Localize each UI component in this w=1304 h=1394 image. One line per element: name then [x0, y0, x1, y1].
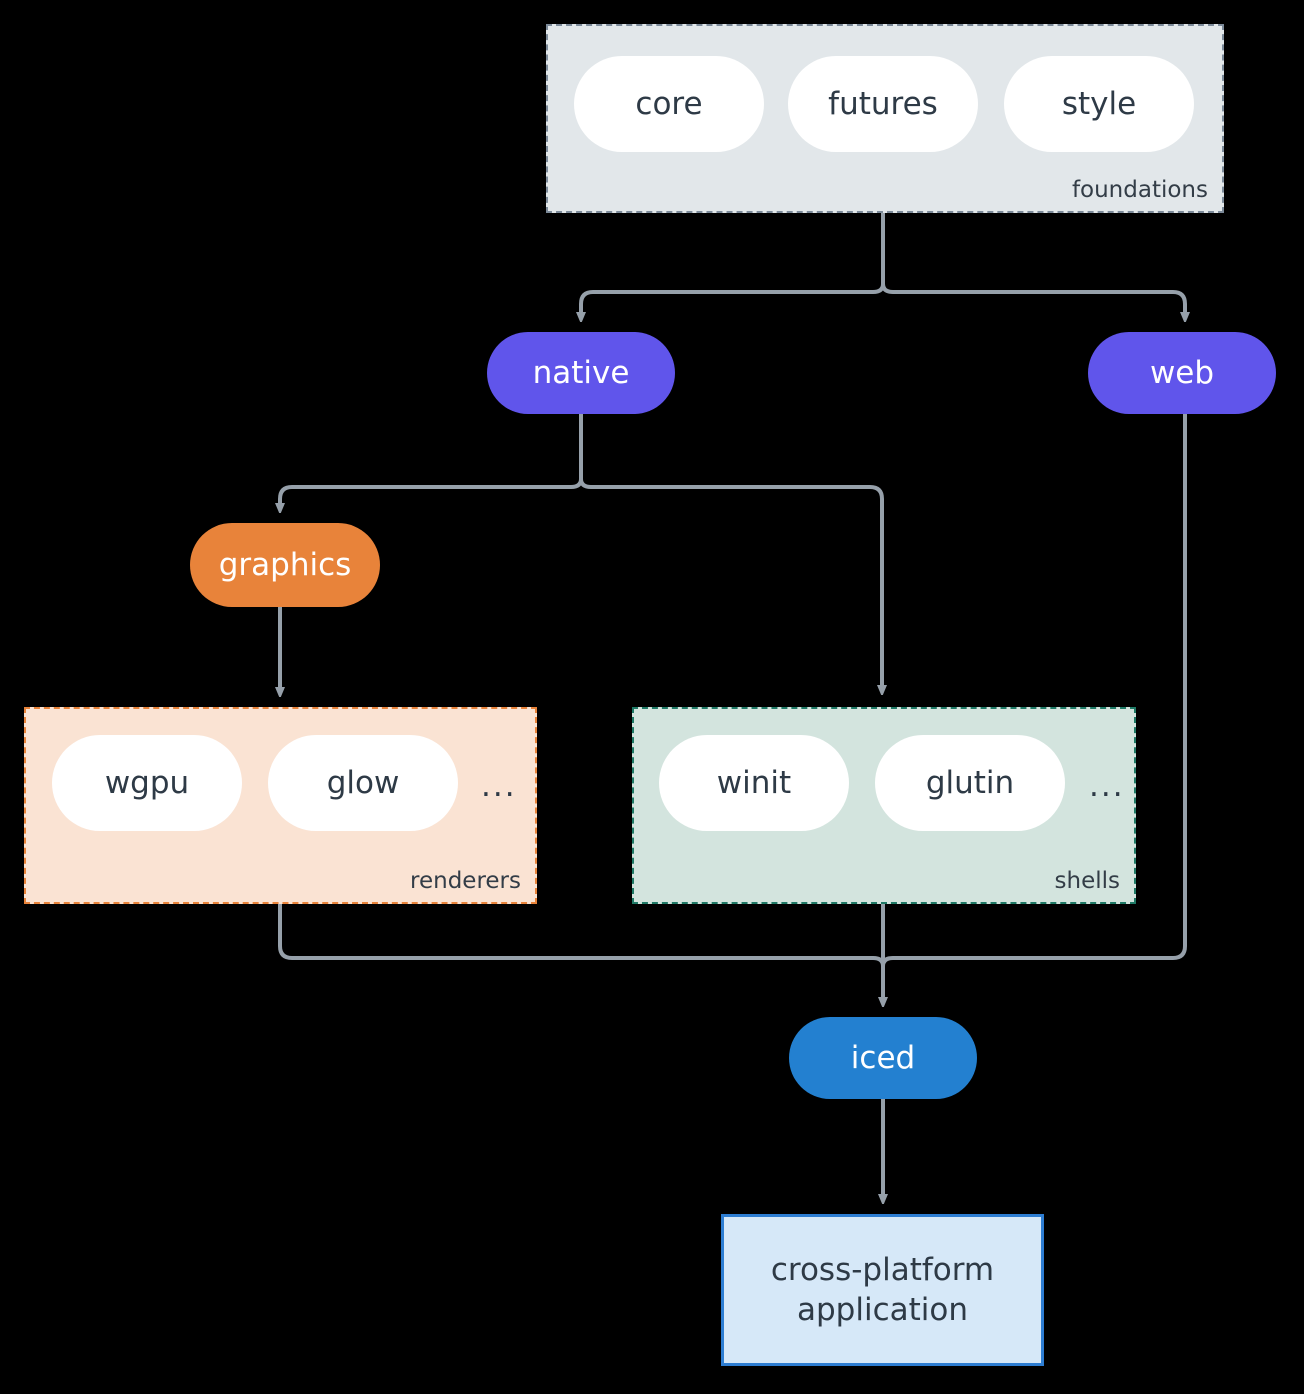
shells-ellipsis: ... — [1089, 768, 1125, 804]
renderers-ellipsis: ... — [481, 768, 517, 804]
edge-renderers-to-iced — [278, 904, 885, 967]
node-glutin-label: glutin — [925, 765, 1015, 801]
node-futures-label: futures — [828, 86, 938, 122]
node-glutin[interactable]: glutin — [875, 735, 1065, 831]
edge-native-to-shells — [579, 478, 882, 691]
node-core[interactable]: core — [574, 56, 764, 152]
application-label-line1: cross-platform — [770, 1251, 995, 1288]
node-style-label: style — [1061, 86, 1137, 122]
node-wgpu-label: wgpu — [104, 765, 190, 801]
node-core-label: core — [635, 86, 703, 122]
node-iced[interactable]: iced — [789, 1017, 977, 1099]
cluster-renderers: wgpu glow ... renderers — [24, 707, 537, 904]
cluster-renderers-label: renderers — [410, 868, 521, 894]
node-web-label: web — [1149, 355, 1215, 391]
application-label-line2: application — [797, 1292, 968, 1328]
node-native-label: native — [532, 355, 630, 391]
node-futures[interactable]: futures — [788, 56, 978, 152]
node-style[interactable]: style — [1004, 56, 1194, 152]
cluster-foundations: core futures style foundations — [546, 24, 1224, 213]
cluster-shells: winit glutin ... shells — [632, 707, 1136, 904]
cluster-foundations-label: foundations — [1071, 177, 1208, 203]
edge-native-to-graphics — [280, 478, 583, 509]
node-glow-label: glow — [326, 765, 400, 801]
node-web[interactable]: web — [1088, 332, 1276, 414]
edge-foundations-to-web — [881, 283, 1185, 318]
node-wgpu[interactable]: wgpu — [52, 735, 242, 831]
node-cross-platform-application[interactable]: cross-platform application — [721, 1214, 1044, 1366]
edge-foundations-to-native — [581, 283, 885, 318]
node-winit-label: winit — [716, 765, 792, 801]
node-graphics[interactable]: graphics — [190, 523, 380, 607]
node-winit[interactable]: winit — [659, 735, 849, 831]
cluster-shells-label: shells — [1054, 868, 1120, 894]
node-glow[interactable]: glow — [268, 735, 458, 831]
node-iced-label: iced — [850, 1040, 916, 1076]
node-native[interactable]: native — [487, 332, 675, 414]
node-graphics-label: graphics — [218, 547, 352, 583]
